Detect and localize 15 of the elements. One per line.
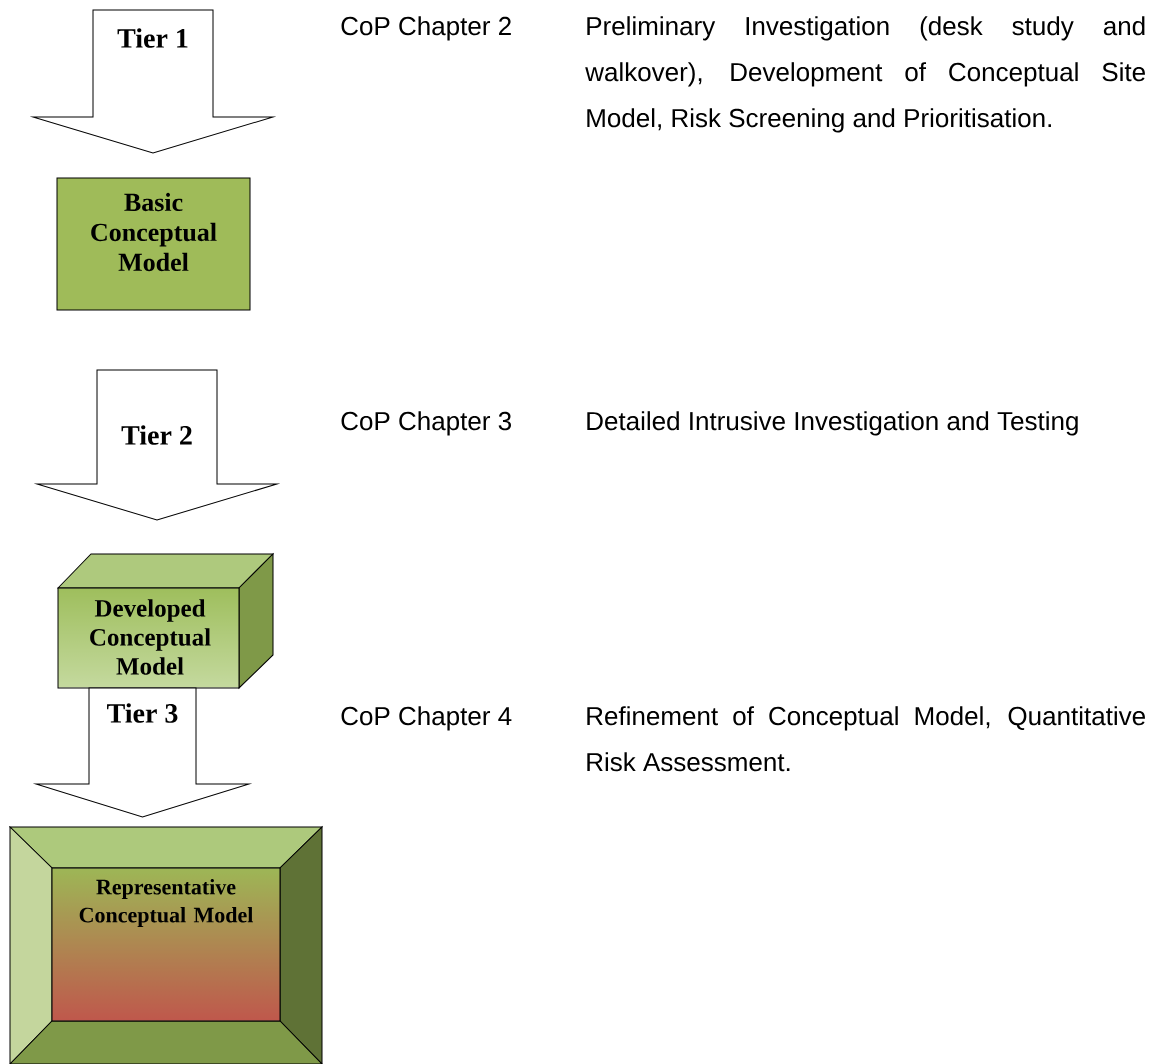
description-text: Preliminary Investigation (desk study and walkover), Development of Conceptual Site Model, Risk Screening and Prioritisation. xyxy=(585,16,1145,133)
model-box: Basic Conceptual Model xyxy=(56,177,251,311)
edge-label: Tier 3 xyxy=(107,703,178,723)
cube-box: Developed Conceptual Model xyxy=(57,553,274,689)
edge-label: Tier 2 xyxy=(121,425,192,445)
chapter-label: CoP Chapter 2 xyxy=(341,16,511,41)
description-text: Refinement of Conceptual Model, Quantitative Risk Assessment. xyxy=(587,706,1145,772)
description-text: Detailed Intrusive Investigation and Testing xyxy=(587,411,1078,436)
edge-label: Tier 1 xyxy=(117,28,188,48)
block-arrow xyxy=(36,369,278,521)
bevel-box: Representative Conceptual Model xyxy=(9,826,323,1064)
block-arrow xyxy=(32,9,274,154)
chapter-label: CoP Chapter 3 xyxy=(341,411,511,436)
block-arrow xyxy=(35,687,250,818)
chapter-label: CoP Chapter 4 xyxy=(341,706,512,731)
